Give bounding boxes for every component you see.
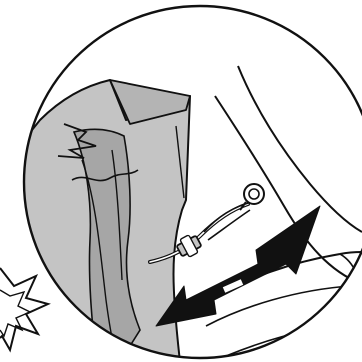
- impact-burst-icon: [0, 268, 48, 350]
